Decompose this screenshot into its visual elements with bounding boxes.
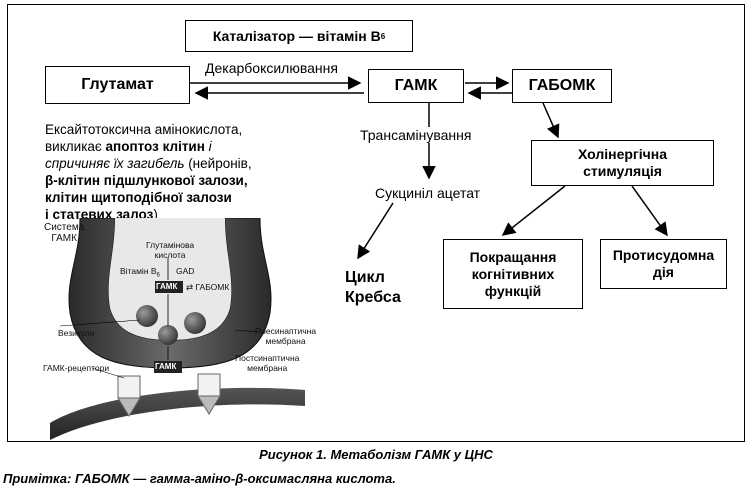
postsynaptic-line2: мембрана <box>247 363 288 373</box>
vitamin-subscript: 6 <box>156 272 160 279</box>
gabomk-label: ГАБОМК <box>528 77 596 94</box>
vitamin-text: Вітамін В <box>120 266 157 276</box>
presynaptic-line2: мембрана <box>265 336 306 346</box>
figure-frame <box>7 4 745 442</box>
transamination-label: Трансамінування <box>358 127 474 143</box>
excitotoxic-line4: β-клітин підшлункової залози, <box>45 173 248 188</box>
arrow-cholinergic-to-anticonvulsant <box>631 185 668 237</box>
glutamate-label: Глутамат <box>81 76 154 93</box>
gaba-tag-label: ГАМК <box>156 282 178 291</box>
gaba-receptor-stem <box>117 397 141 417</box>
arrow-gabomk-to-cholinergic <box>542 102 560 139</box>
cognitive-line3: функцій <box>484 282 542 299</box>
cognitive-line2: когнітивних <box>471 265 555 282</box>
gaba-tag2-box <box>154 361 182 373</box>
glutamic-acid-line1: Глутамінова <box>146 240 195 250</box>
cognitive-box: Покращання когнітивних функцій <box>443 239 583 309</box>
gaba-tag2-label: ГАМК <box>155 362 177 371</box>
postsynaptic-line1: Постсинаптична <box>235 353 300 363</box>
gaba-tag-box <box>155 281 183 293</box>
presynaptic-line1: Пресинаптична <box>255 326 317 336</box>
gabomk-box: ГАБОМК <box>512 69 612 103</box>
excitotoxic-line1: Ексайтотоксична амінокислота, <box>45 122 243 137</box>
anticonvulsant-line1: Протисудомна <box>612 247 715 263</box>
excitotoxic-line3b: (нейронів, <box>184 156 252 171</box>
glutamic-acid-label: Глутамінова кислота <box>146 240 194 260</box>
vesicle <box>136 305 158 327</box>
cognitive-line1: Покращання <box>469 248 557 265</box>
pointer-line <box>234 329 261 333</box>
vesicles-label: Везикули <box>58 328 95 338</box>
excitotoxic-line6b: ) <box>153 207 158 222</box>
krebs-line2: Кребса <box>345 289 401 306</box>
gabomk-tag-text: ГАБОМК <box>195 282 230 292</box>
arrow-succinyl-to-krebs <box>357 202 394 260</box>
glutamate-box: Глутамат <box>45 66 190 104</box>
cholinergic-line1: Холінергічна <box>577 146 668 162</box>
anticonvulsant-line2: дія <box>653 264 674 280</box>
glutamic-acid-line2: кислота <box>154 250 186 260</box>
postsynaptic-membrane-shape <box>50 387 305 440</box>
gaba-receptor-stem <box>197 395 221 415</box>
excitotoxic-line2a: викликає <box>45 139 106 154</box>
excitotoxic-line2b: апоптоз клітин <box>105 139 205 154</box>
krebs-label: Цикл Кребса <box>345 268 401 308</box>
excitotoxic-line5: клітин щитоподібної залози <box>45 190 232 205</box>
krebs-line1: Цикл <box>345 269 385 286</box>
catalyst-subscript: 6 <box>380 31 386 41</box>
synapse-illustration <box>50 218 305 440</box>
gaba-receptor <box>197 373 221 397</box>
gaba-system-line2: ГАМК <box>51 233 77 244</box>
gad-label: GAD <box>176 266 195 276</box>
gaba-label: ГАМК <box>394 77 438 94</box>
excitotoxic-line2c: і <box>204 139 212 154</box>
vesicle <box>184 312 206 334</box>
excitotoxic-line3a: спричиняє їх загибель <box>45 156 185 171</box>
figure-caption: Рисунок 1. Метаболізм ГАМК у ЦНС <box>259 447 493 462</box>
anticonvulsant-box: Протисудомна дія <box>600 239 727 289</box>
gaba-system-label: Система ГАМК <box>44 222 84 244</box>
catalyst-text: Каталізатор — вітамін В <box>212 28 381 44</box>
presynaptic-interior <box>108 218 232 340</box>
cholinergic-line2: стимуляція <box>583 163 662 179</box>
gaba-receptors-label: ГАМК-рецептори <box>43 363 110 373</box>
pointer-line <box>59 319 141 327</box>
figure-footnote: Примітка: ГАБОМК — гамма-аміно-β-оксимас… <box>3 471 396 486</box>
succinyl-label: Сукциніл ацетат <box>375 185 481 201</box>
excitotoxic-description: Ексайтотоксична амінокислота, викликає а… <box>45 121 345 223</box>
gaba-system-line1: Система <box>44 222 85 233</box>
decarboxylation-label: Декарбоксилювання <box>205 60 338 76</box>
arrow-cholinergic-to-cognitive <box>501 185 566 236</box>
vesicle <box>158 325 178 345</box>
presynaptic-label: Пресинаптична мембрана <box>255 326 316 346</box>
postsynaptic-label: Постсинаптична мембрана <box>235 353 299 373</box>
pointer-line <box>91 367 125 379</box>
vitamin-label: Вітамін В6 <box>120 266 160 279</box>
cholinergic-box: Холінергічна стимуляція <box>531 140 714 186</box>
gaba-receptor <box>117 375 141 399</box>
gaba-box: ГАМК <box>368 69 464 103</box>
gabomk-tag-label: ⇄ ГАБОМК <box>186 282 230 292</box>
